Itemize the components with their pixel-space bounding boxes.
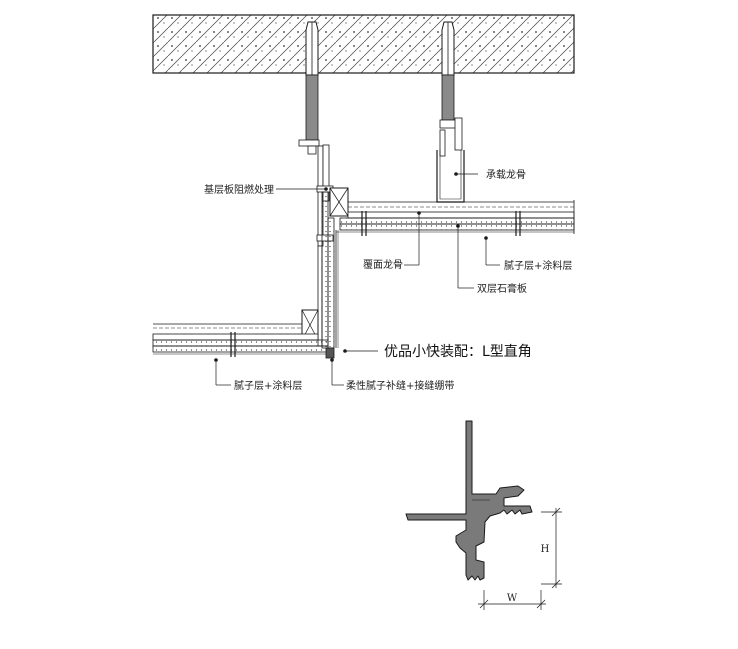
dimension-w [478,590,546,610]
label-load-keel: 承载龙骨 [486,168,526,181]
load-bearing-keel [436,150,465,203]
leader-lines [215,173,500,386]
dimension-h [541,507,562,589]
label-double-gypsum: 双层石膏板 [477,282,527,295]
label-putty-paint-left: 腻子层+涂料层 [234,379,302,392]
label-cover-keel: 覆面龙骨 [363,258,403,271]
wood-block-upper [329,187,349,217]
anchor-bolt-left [298,21,320,155]
label-base-board-fireproof: 基层板阻燃处理 [204,183,274,196]
l-corner-profile-enlarged [405,420,533,581]
upper-ceiling-boards [336,200,575,236]
anchor-bolt-right [439,21,463,157]
dimension-h-label: H [541,544,550,555]
label-putty-paint-right: 腻子层+涂料层 [504,259,572,272]
concrete-slab [152,14,575,74]
leader-dots [214,172,488,362]
dimension-w-label: W [507,593,518,604]
label-product-title: 优品小快装配：L型直角 [384,343,532,360]
corner-profile-small [325,347,335,359]
label-flexible-putty: 柔性腻子补缝+接缝绷带 [346,379,454,392]
